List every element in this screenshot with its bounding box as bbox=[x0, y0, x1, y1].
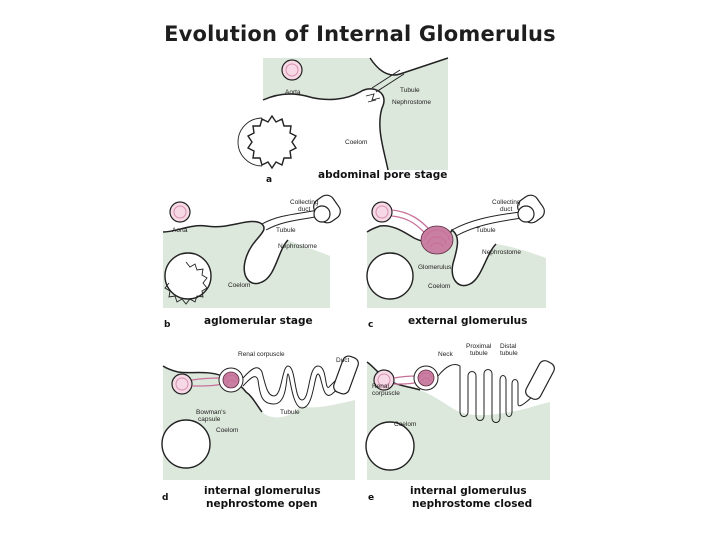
label-corpuscle: corpuscle bbox=[372, 390, 400, 397]
label-renal-corpuscle: Renal corpuscle bbox=[238, 351, 285, 358]
external-glomerulus bbox=[420, 225, 454, 255]
panel-letter-e: e bbox=[368, 493, 374, 503]
label-tubule: Tubule bbox=[280, 409, 300, 416]
gut-lumen bbox=[365, 421, 415, 471]
label-tubule: Tubule bbox=[476, 227, 496, 234]
aorta-vessel bbox=[281, 59, 303, 81]
label-duct: duct bbox=[500, 206, 512, 213]
label-coelom: Coelom bbox=[394, 421, 416, 428]
aorta-vessel bbox=[371, 201, 393, 223]
panel-a: Aorta Tubule Nephrostome Coelom a abdomi… bbox=[237, 57, 449, 185]
label-duct: Duct bbox=[336, 357, 350, 364]
collecting-duct bbox=[313, 194, 341, 224]
collecting-duct bbox=[333, 355, 359, 395]
label-aorta: Aorta bbox=[172, 227, 188, 234]
label-duct: duct bbox=[298, 206, 310, 213]
label-glomerulus: Glomerulus bbox=[418, 264, 452, 271]
body-wall-line bbox=[162, 220, 289, 285]
label-aorta: Aorta bbox=[285, 89, 301, 96]
nephrostome-funnel bbox=[365, 93, 381, 103]
collecting-duct bbox=[525, 360, 555, 400]
panel-letter-d: d bbox=[162, 493, 168, 503]
gut-lumen bbox=[164, 252, 212, 300]
caption-e-line2: nephrostome closed bbox=[412, 498, 532, 510]
page-title: Evolution of Internal Glomerulus bbox=[164, 22, 556, 46]
label-bowmans: Bowman's bbox=[196, 409, 227, 416]
convoluted-tubule bbox=[437, 363, 541, 423]
label-coelom: Coelom bbox=[228, 282, 250, 289]
collecting-duct bbox=[517, 194, 545, 224]
label-coelom: Coelom bbox=[428, 283, 450, 290]
label-tubule: Tubule bbox=[400, 87, 420, 94]
renal-corpuscle bbox=[218, 367, 244, 393]
label-coelom: Coelom bbox=[345, 139, 367, 146]
label-collecting: Collecting bbox=[290, 199, 319, 206]
aorta-vessel bbox=[373, 369, 395, 391]
caption-e-line1: internal glomerulus bbox=[410, 485, 527, 497]
gut-lumen bbox=[161, 419, 211, 469]
panel-d: Renal corpuscle Duct Bowman's capsule Tu… bbox=[161, 351, 359, 510]
label-proximal-tubule: tubule bbox=[470, 350, 488, 357]
label-nephrostome: Nephrostome bbox=[482, 249, 521, 256]
panel-letter-b: b bbox=[164, 320, 171, 330]
gut-lumen bbox=[246, 114, 298, 170]
label-proximal: Proximal bbox=[466, 343, 492, 350]
aorta-vessel bbox=[171, 373, 193, 395]
label-nephrostome: Nephrostome bbox=[278, 243, 317, 250]
renal-corpuscle bbox=[413, 365, 439, 391]
label-neck: Neck bbox=[438, 351, 454, 358]
label-distal: Distal bbox=[500, 343, 517, 350]
panel-letter-c: c bbox=[368, 320, 373, 330]
label-capsule: capsule bbox=[198, 416, 221, 423]
body-wall-line bbox=[262, 88, 389, 171]
label-coelom: Coelom bbox=[216, 427, 238, 434]
label-collecting: Collecting bbox=[492, 199, 521, 206]
caption-d-line2: nephrostome open bbox=[206, 498, 318, 510]
caption-b: aglomerular stage bbox=[204, 315, 313, 327]
caption-a: abdominal pore stage bbox=[318, 169, 447, 181]
label-nephrostome: Nephrostome bbox=[392, 99, 431, 106]
convoluted-tubule bbox=[242, 365, 345, 401]
panel-c: Collecting duct Tubule Nephrostome Glome… bbox=[366, 194, 546, 330]
label-distal-tubule: tubule bbox=[500, 350, 518, 357]
caption-c: external glomerulus bbox=[408, 315, 527, 327]
gut-lumen bbox=[366, 252, 414, 300]
panel-letter-a: a bbox=[266, 175, 272, 185]
label-tubule: Tubule bbox=[276, 227, 296, 234]
tubule-duct bbox=[371, 69, 405, 93]
label-renal: Renal bbox=[372, 383, 390, 390]
panel-e: Neck Proximal tubule Distal tubule Renal… bbox=[365, 343, 555, 510]
aorta-vessel bbox=[169, 201, 191, 223]
panel-b: Aorta Collecting duct Tubule Nephrostome… bbox=[162, 194, 341, 330]
caption-d-line1: internal glomerulus bbox=[204, 485, 321, 497]
tubule-duct bbox=[451, 211, 523, 237]
